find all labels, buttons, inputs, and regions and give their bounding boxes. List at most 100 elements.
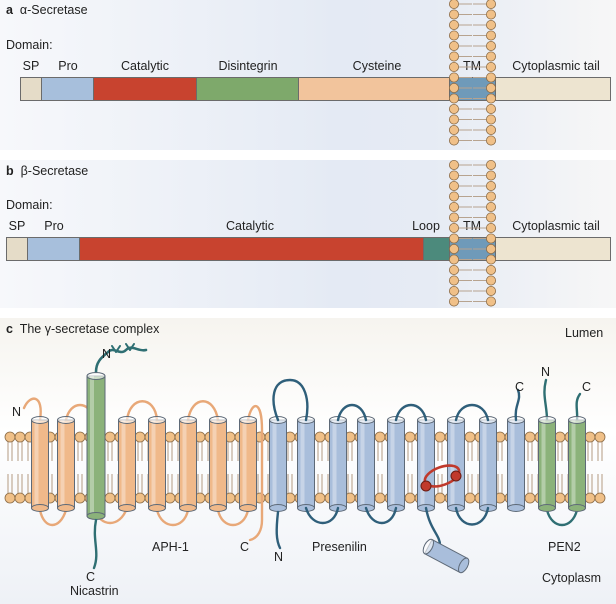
lipid-head [524,492,536,504]
b-label-loop: Loop [412,219,440,233]
lipid-head [448,41,459,52]
aph1-loop [155,508,190,527]
lipid-head [485,222,496,233]
lipid-head [134,431,146,443]
lipid-head [485,243,496,254]
lipid-head [485,41,496,52]
lipid-head [74,431,86,443]
lipid-head [485,191,496,202]
lipid-head [485,201,496,212]
b-label-catalytic: Catalytic [226,219,274,233]
lipid-head [485,125,496,136]
lipid-head [448,191,459,202]
presenilin-loop [454,506,490,526]
aph1-helix [118,416,136,512]
pen2-helix [538,416,556,512]
lipid-head [448,201,459,212]
aph1-n-tail [22,397,42,422]
nicastrin-label: Nicastrin [70,584,119,598]
panel-a-domain-header: Domain: [6,38,53,52]
presenilin-loop [364,506,398,525]
nicastrin-c-tail [92,518,98,570]
lipid-head [485,19,496,30]
lipid-head [485,233,496,244]
lipid-head [485,30,496,41]
aph1-helix [148,416,166,512]
lipid-head [448,114,459,125]
b-label-cytoplasmic-tail: Cytoplasmic tail [512,219,600,233]
presenilin-c-tail [514,388,521,422]
lipid-head [485,114,496,125]
a-domain-catalytic [93,77,197,101]
b-label-tm: TM [462,219,482,233]
presenilin-loop [336,403,368,422]
presenilin-c-terminus: C [515,380,525,394]
lumen-label: Lumen [565,326,604,340]
lipid-head [448,62,459,73]
a-label-tm: TM [462,59,482,73]
panel-b-heading: b β-Secretase [6,164,88,178]
catalytic-aspartate [420,480,432,492]
presenilin-n-tail [275,510,282,550]
presenilin-helix [269,416,287,512]
lipid-head [485,51,496,62]
aph1-loop [125,400,159,422]
catalytic-aspartate [450,470,462,482]
panel-b-letter: b [6,164,14,178]
presenilin-helix [387,416,405,512]
presenilin-helix [479,416,497,512]
lipid-head [584,492,596,504]
b-label-sp: SP [8,219,26,233]
lipid-head [448,296,459,307]
aph1-helix [31,416,49,512]
lipid-head [448,93,459,104]
lipid-head [485,264,496,275]
aph1-label: APH-1 [152,540,189,554]
nicastrin-glycan [111,343,135,353]
lipid-head [449,0,459,9]
presenilin-n-terminus: N [274,550,284,564]
lipid-head [448,233,459,244]
presenilin-helix [507,416,525,512]
lipid-head [404,431,416,443]
nicastrin-c-terminus: C [86,570,96,584]
aph1-helix [239,416,257,512]
lipid-head [448,51,459,62]
lipid-head [464,431,476,443]
lipid-head [448,72,459,83]
lipid-head [485,104,496,115]
lipid-head [448,222,459,233]
a-domain-cysteine [298,77,450,101]
panel-a-heading: a α-Secretase [6,3,88,17]
panel-a-background [0,0,616,150]
panel-b-domain-header: Domain: [6,198,53,212]
lipid-head [594,431,606,443]
panel-b-title: β-Secretase [20,164,89,178]
lipid-head [14,492,26,504]
lipid-head [594,492,606,504]
panel-c-title: The γ-secretase complex [19,322,160,336]
aph1-helix [209,416,227,512]
lipid-head [485,254,496,265]
lipid-head [485,212,496,223]
lipid-head [314,492,326,504]
presenilin-loop [304,506,340,525]
pen2-helix [568,416,586,512]
lipid-head [448,285,459,296]
lipid-head [434,492,446,504]
lipid-head [485,180,496,191]
lipid-head [485,93,496,104]
pen2-n-tail [543,378,549,422]
presenilin-helix [357,416,375,512]
lipid-head [554,492,566,504]
lipid-head [104,431,116,443]
lipid-head [448,30,459,41]
lipid-head [485,296,496,307]
aph1-loop [186,400,220,422]
pen2-n-terminus: N [541,365,551,379]
a-label-pro: Pro [58,59,78,73]
lipid-head [134,492,146,504]
panel-c-heading: c The γ-secretase complex [6,322,159,336]
lipid-head [448,125,459,136]
